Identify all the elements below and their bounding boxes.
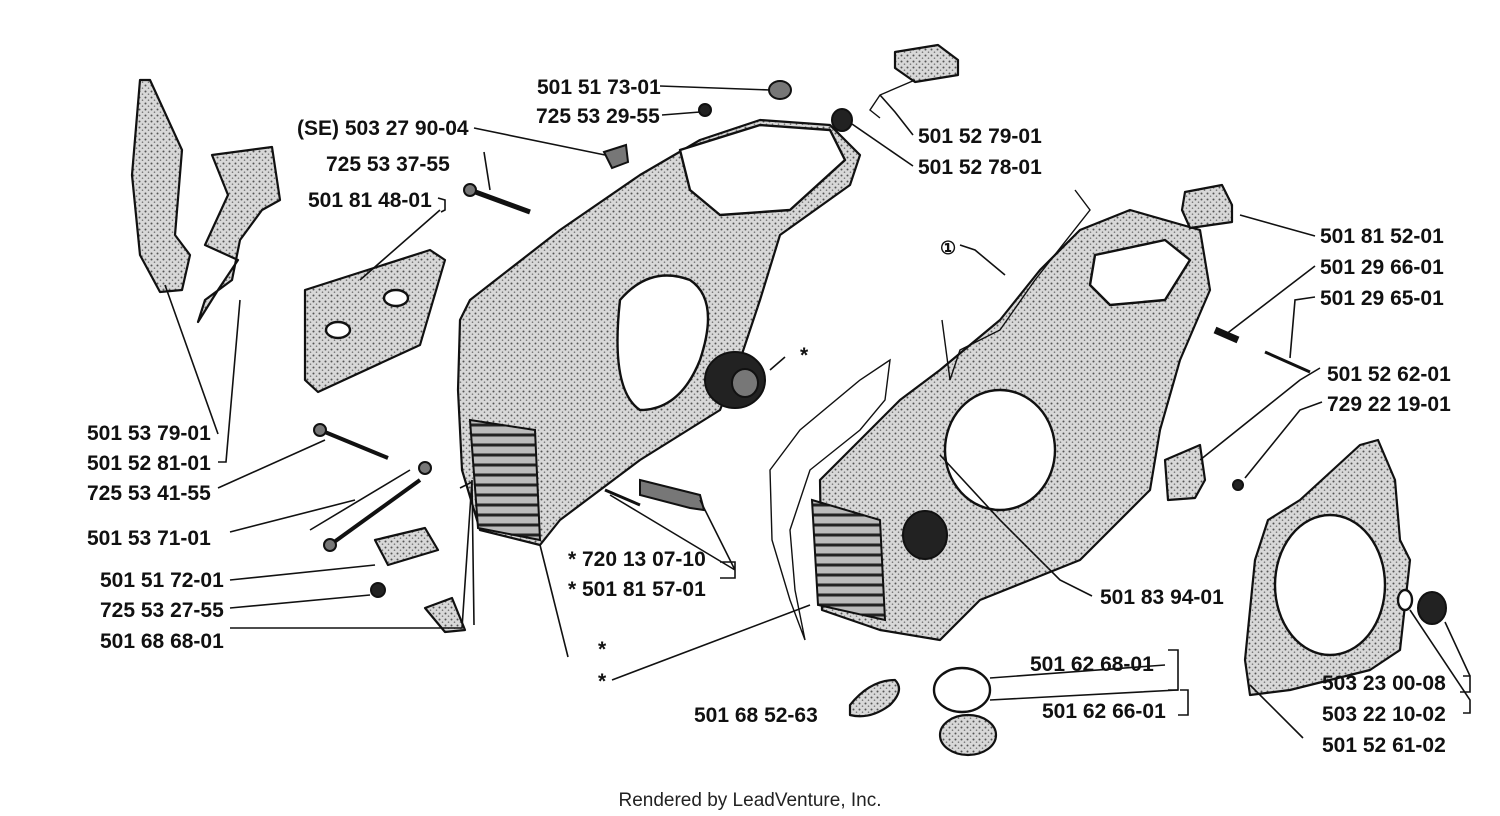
- label-501-81-57-01: * 501 81 57-01: [568, 578, 706, 601]
- label-501-29-65-01: 501 29 65-01: [1320, 287, 1444, 310]
- label-725-53-41-55: 725 53 41-55: [87, 482, 211, 505]
- gasket: [769, 358, 891, 641]
- star-marker: *: [598, 638, 607, 661]
- chain-guard-plate: [303, 248, 447, 394]
- screw-725-53-27-55: [370, 582, 386, 598]
- mount-block: [1163, 443, 1207, 502]
- cap-ring-501-62-68-01: [932, 666, 992, 714]
- label-501-52-78-01: 501 52 78-01: [918, 156, 1042, 179]
- label-503-22-10-02: 503 22 10-02: [1322, 703, 1446, 726]
- washer-503-22-10-02: [1396, 588, 1414, 612]
- label-501-52-81-01: 501 52 81-01: [87, 452, 211, 475]
- crankcase-vent-grille: [468, 418, 542, 542]
- grommet-501-52-78-01: [831, 108, 853, 132]
- bolt-head: [463, 183, 477, 197]
- screw-729-22-19-01: [1232, 479, 1244, 491]
- label-501-62-68-01: 501 62 68-01: [1030, 653, 1154, 676]
- bolt-501-81-57-01: [639, 478, 706, 512]
- label-501-52-61-02: 501 52 61-02: [1322, 734, 1446, 757]
- leader-lines: [164, 85, 1471, 739]
- label-501-68-52-63: 501 68 52-63: [694, 704, 818, 727]
- crankcase-right-port: [902, 510, 948, 560]
- label-501-53-71-01: 501 53 71-01: [87, 527, 211, 550]
- guard-plate-left: [130, 78, 192, 294]
- crankcase-opening: [616, 274, 710, 412]
- label-501-62-66-01: 501 62 66-01: [1042, 700, 1166, 723]
- bolt-long: [469, 187, 531, 215]
- label-501-83-94-01: 501 83 94-01: [1100, 586, 1224, 609]
- nut-503-23-00-08: [1417, 591, 1447, 625]
- label-729-22-19-01: 729 22 19-01: [1327, 393, 1451, 416]
- circled-one-marker: ①: [940, 238, 956, 258]
- label-503-27-90-04: (SE) 503 27 90-04: [297, 117, 469, 140]
- label-501-52-62-01: 501 52 62-01: [1327, 363, 1451, 386]
- label-501-81-52-01: 501 81 52-01: [1320, 225, 1444, 248]
- bolt-720-13-07-10: [604, 488, 641, 507]
- wiring-harness: [941, 189, 1091, 381]
- label-725-53-29-55: 725 53 29-55: [536, 105, 660, 128]
- switch-wire: [869, 79, 916, 119]
- crankcase-right-bore: [1088, 238, 1192, 307]
- switch-right: [1180, 183, 1234, 230]
- rod-501-53-71-01: [328, 478, 422, 547]
- label-501-29-66-01: 501 29 66-01: [1320, 256, 1444, 279]
- label-501-51-72-01: 501 51 72-01: [100, 569, 224, 592]
- screw-501-29-66-01: [1213, 326, 1240, 344]
- footer-credit: Rendered by LeadVenture, Inc.: [618, 790, 881, 811]
- bearing-seal-inner: [731, 368, 759, 398]
- label-725-53-37-55: 725 53 37-55: [326, 153, 450, 176]
- label-501-53-79-01: 501 53 79-01: [87, 422, 211, 445]
- label-501-68-68-01: 501 68 68-01: [100, 630, 224, 653]
- crankcase-top-cover: [678, 123, 847, 217]
- cap-tether: [848, 678, 901, 718]
- grommet-503-27-90-04: [602, 143, 630, 170]
- bolt-head: [313, 423, 327, 437]
- bracket-501-68-68-01: [423, 596, 467, 634]
- starter-plate-hub: [1273, 513, 1387, 657]
- label-725-53-27-55: 725 53 27-55: [100, 599, 224, 622]
- crankcase-right-cylinder: [943, 388, 1057, 512]
- screw-725-53-29-55: [698, 103, 712, 117]
- part-labels: 501 51 73-01 725 53 29-55 (SE) 503 27 90…: [87, 76, 1451, 757]
- label-501-81-48-01: 501 81 48-01: [308, 189, 432, 212]
- cap-501-62-66-01: [938, 713, 998, 757]
- small-nut: [418, 461, 432, 475]
- label-501-52-79-01: 501 52 79-01: [918, 125, 1042, 148]
- guard-plate-right: [196, 145, 282, 324]
- star-marker: *: [598, 670, 607, 693]
- screw-501-29-65-01: [1264, 350, 1311, 374]
- part-drawings: [130, 43, 1447, 757]
- crankcase-right-vent-grille: [810, 498, 887, 622]
- bolt-725-53-41-55: [319, 428, 389, 460]
- switch-block: [893, 43, 960, 84]
- label-503-23-00-08: 503 23 00-08: [1322, 672, 1446, 695]
- rod-head: [323, 538, 337, 552]
- nut-501-51-73-01: [768, 80, 792, 100]
- label-501-51-73-01: 501 51 73-01: [537, 76, 661, 99]
- plate-hole: [382, 288, 410, 308]
- label-720-13-07-10: * 720 13 07-10: [568, 548, 706, 571]
- star-marker: *: [800, 344, 809, 367]
- damper-501-51-72-01: [373, 526, 440, 567]
- plate-hole: [324, 320, 352, 340]
